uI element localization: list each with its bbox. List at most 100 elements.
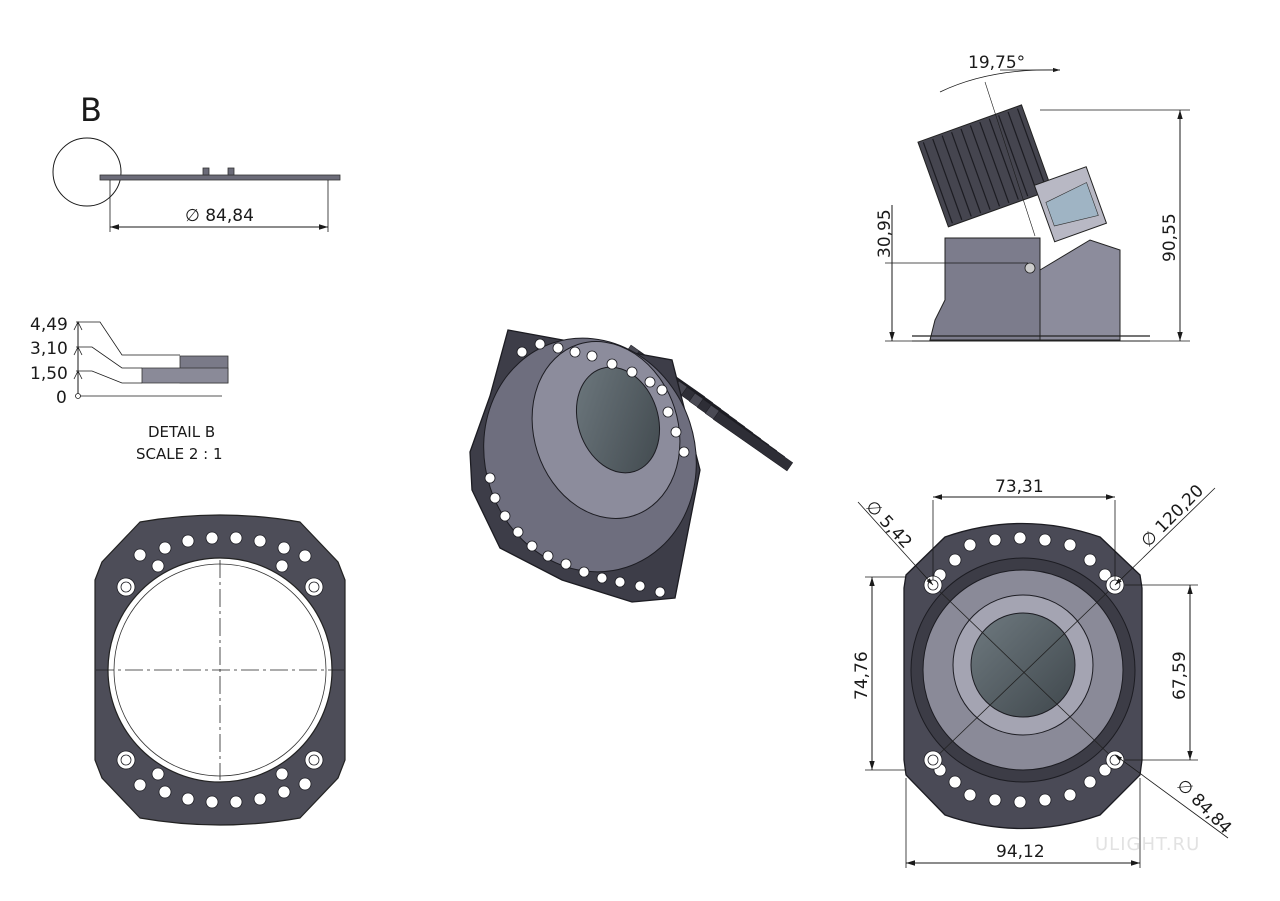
flange-hole — [1063, 788, 1077, 802]
side-body — [929, 237, 1041, 341]
iso-hole — [552, 342, 564, 354]
side-view: 90,55 30,95 19,75° — [875, 53, 1190, 342]
iso-lens — [575, 366, 661, 474]
flange-hole — [1038, 533, 1052, 547]
watermark: ULIGHT.RU — [1095, 834, 1200, 855]
plate-holes — [116, 531, 324, 809]
plate-hole — [229, 795, 243, 809]
hole-diameter-label: ∅ 5,42 — [861, 497, 915, 553]
flange-hole — [1013, 531, 1027, 545]
side-fin — [998, 115, 1029, 197]
mounting-hole-inner — [927, 754, 939, 766]
iso-hole — [578, 566, 590, 578]
flange-hole — [963, 788, 977, 802]
detail-b-label: B — [80, 91, 102, 129]
plate-hole — [133, 778, 147, 792]
plate-hole — [277, 541, 291, 555]
plate-hole — [298, 549, 312, 563]
detail-b-section: B ∅ 84,84 4,49 3,10 1,50 0 DETAIL B SCAL… — [30, 91, 341, 463]
top-width-label: 73,31 — [995, 477, 1044, 497]
flange-hole — [1038, 793, 1052, 807]
plate-hole — [158, 785, 172, 799]
plate-hole — [229, 531, 243, 545]
detail-b-diameter: ∅ 84,84 — [185, 206, 254, 226]
iso-hole — [634, 580, 646, 592]
iso-hole — [656, 384, 668, 396]
mounting-plate-view — [94, 514, 346, 826]
plate-hole — [205, 531, 219, 545]
flange-hole — [1083, 775, 1097, 789]
flange-hole — [988, 533, 1002, 547]
iso-hole — [654, 586, 666, 598]
height-pivot-label: 30,95 — [875, 209, 895, 258]
side-fin — [969, 125, 1001, 207]
outer-diameter-label: ∅ 120,20 — [1137, 481, 1208, 552]
plate-hole — [181, 792, 195, 806]
mounting-hole-inner — [120, 581, 132, 593]
iso-hole — [516, 346, 528, 358]
side-fin — [941, 135, 972, 217]
step-profile-lower — [141, 367, 229, 384]
side-fin — [951, 131, 982, 214]
flange-hole — [1098, 568, 1112, 582]
mounting-hole-inner — [308, 754, 320, 766]
plate-hole — [275, 767, 289, 781]
angle-arc — [939, 69, 1061, 93]
bottom-width-label: 94,12 — [996, 842, 1045, 862]
iso-hole — [626, 366, 638, 378]
flange-hole — [948, 775, 962, 789]
front-view: 73,31 94,12 74,76 67,59 ∅ 5,42 ∅ 120,20 … — [852, 477, 1235, 868]
flange-hole — [1098, 763, 1112, 777]
iso-hole — [489, 492, 501, 504]
side-fin — [1007, 111, 1038, 194]
plate-hole — [181, 534, 195, 548]
iso-hole — [670, 426, 682, 438]
flange-hole — [1063, 538, 1077, 552]
iso-hole — [678, 446, 690, 458]
mounting-hole-inner — [308, 581, 320, 593]
detail-caption: DETAIL B — [148, 423, 215, 441]
plate-hole — [133, 548, 147, 562]
iso-hole — [560, 558, 572, 570]
plate-hole — [205, 795, 219, 809]
mounting-hole-inner — [1109, 754, 1121, 766]
side-fin — [988, 118, 1019, 200]
plate-tab — [227, 167, 235, 176]
isometric-view — [469, 329, 794, 603]
side-fin — [1016, 108, 1048, 190]
level-3-10: 3,10 — [30, 339, 68, 359]
plate-tab — [202, 167, 210, 176]
iso-hole — [614, 576, 626, 588]
front-lens — [970, 612, 1076, 718]
level-4-49: 4,49 — [30, 315, 68, 335]
iso-hole — [644, 376, 656, 388]
iso-hole — [606, 358, 618, 370]
bottom-diameter-label: ∅ 84,84 — [1172, 775, 1235, 838]
iso-hole — [484, 472, 496, 484]
side-fin — [960, 128, 991, 210]
iso-hole — [586, 350, 598, 362]
flange-hole — [963, 538, 977, 552]
iso-fin — [712, 410, 794, 472]
iso-flange-holes — [484, 338, 690, 598]
iso-hole — [662, 406, 674, 418]
plate-hole — [151, 767, 165, 781]
side-heatsink-fins — [922, 108, 1048, 224]
right-height-label: 67,59 — [1170, 651, 1190, 700]
plate-hole — [275, 559, 289, 573]
plate-hole — [151, 559, 165, 573]
plate-hole — [253, 534, 267, 548]
height-total-label: 90,55 — [1160, 213, 1180, 262]
side-fin — [922, 142, 953, 224]
side-fin — [932, 138, 963, 221]
flange-hole — [988, 793, 1002, 807]
level-1-50: 1,50 — [30, 364, 68, 384]
iso-hole — [569, 346, 581, 358]
plate-hole — [298, 777, 312, 791]
detail-circle — [52, 137, 122, 207]
plate-hole — [277, 785, 291, 799]
level-0: 0 — [56, 388, 67, 408]
flange-hole — [948, 553, 962, 567]
iso-hole — [526, 540, 538, 552]
